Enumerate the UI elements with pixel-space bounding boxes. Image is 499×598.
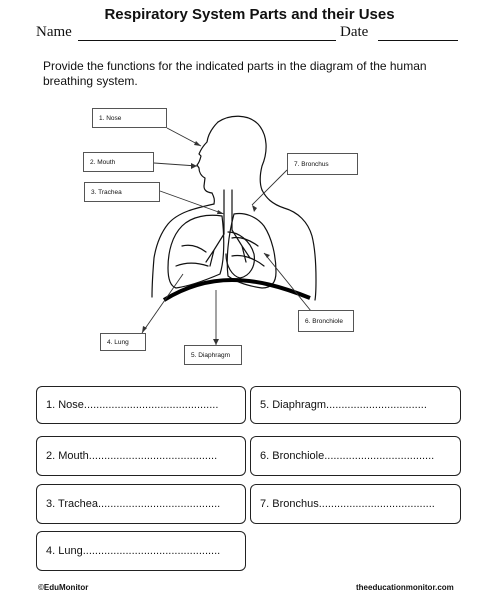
answer-box-bronchus[interactable]: 7. Bronchus.............................… xyxy=(250,484,461,524)
worksheet-title: Respiratory System Parts and their Uses xyxy=(104,6,395,23)
right-lung xyxy=(226,212,277,289)
answer-box-trachea[interactable]: 3. Trachea..............................… xyxy=(36,484,246,524)
label-diaphragm: 5. Diaphragm xyxy=(184,345,242,365)
answer-box-lung[interactable]: 4. Lung.................................… xyxy=(36,531,246,571)
label-bronchus: 7. Bronchus xyxy=(287,153,358,175)
bronchi xyxy=(205,229,251,267)
head-back xyxy=(217,115,267,191)
neck-front xyxy=(211,192,215,205)
diaphragm xyxy=(162,277,311,302)
name-date-row: Name Date xyxy=(36,24,466,46)
label-trachea: 3. Trachea xyxy=(84,182,160,202)
label-mouth: 2. Mouth xyxy=(83,152,154,172)
answer-box-nose[interactable]: 1. Nose.................................… xyxy=(36,386,246,424)
instructions: Provide the functions for the indicated … xyxy=(43,59,427,88)
right-shoulder xyxy=(261,189,317,301)
date-line[interactable] xyxy=(378,40,458,41)
label-lung: 4. Lung xyxy=(100,333,146,351)
left-shoulder xyxy=(151,203,215,298)
heart-outline xyxy=(225,231,255,279)
answer-box-mouth[interactable]: 2. Mouth................................… xyxy=(36,436,246,476)
left-lung-lobes xyxy=(175,244,209,267)
footer-copyright: ©EduMonitor xyxy=(38,583,89,592)
answer-box-bronchiole[interactable]: 6. Bronchiole...........................… xyxy=(250,436,461,476)
left-lung xyxy=(167,214,225,289)
name-line[interactable] xyxy=(78,40,336,41)
date-label: Date xyxy=(340,24,369,40)
head-outline xyxy=(196,121,219,194)
name-label: Name xyxy=(36,24,72,40)
label-nose: 1. Nose xyxy=(92,108,167,128)
answer-box-diaphragm[interactable]: 5. Diaphragm............................… xyxy=(250,386,461,424)
footer-website[interactable]: theeducationmonitor.com xyxy=(356,583,454,592)
label-bronchiole: 6. Bronchiole xyxy=(298,310,354,332)
